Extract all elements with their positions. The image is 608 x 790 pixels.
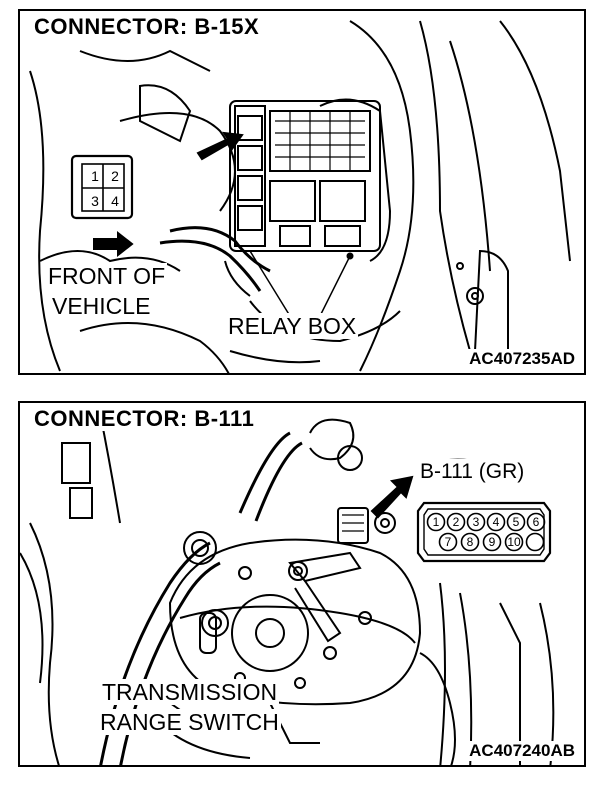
engine-bay-illustration-1 xyxy=(29,20,571,373)
pin-label: 5 xyxy=(512,515,520,529)
pin-label: 4 xyxy=(492,515,500,529)
connector-title: CONNECTOR: B-111 xyxy=(30,407,259,431)
transmission-range-switch-label-line2: RANGE SWITCH xyxy=(98,709,281,735)
pin-label: 6 xyxy=(532,515,540,529)
pin-label: 1 xyxy=(432,515,440,529)
pin-label: 3 xyxy=(472,515,480,529)
pin-label: 9 xyxy=(488,535,496,549)
transmission-illustration xyxy=(20,412,555,765)
connector-pin-circles xyxy=(426,512,546,552)
connector-b111-label: B-111 (GR) xyxy=(418,459,527,485)
diagram-panel-b15x: CONNECTOR: B-15X 1 2 3 4 FRONT OF VEHICL… xyxy=(18,9,586,375)
pin-label: 8 xyxy=(466,535,474,549)
pin-label: 3 xyxy=(91,193,99,209)
pin-label: 2 xyxy=(452,515,460,529)
diagram-panel-b111: CONNECTOR: B-111 B-111 (GR) 1 2 3 4 5 6 … xyxy=(18,401,586,767)
pin-label: 4 xyxy=(111,193,119,209)
pin-label: 2 xyxy=(111,168,119,184)
relay-box-label: RELAY BOX xyxy=(226,313,359,339)
pin-label: 10 xyxy=(507,535,521,549)
pin-label: 1 xyxy=(91,168,99,184)
transmission-range-switch-label-line1: TRANSMISSION xyxy=(100,679,280,705)
figure-code: AC407235AD xyxy=(466,349,578,369)
figure-code: AC407240AB xyxy=(466,741,578,761)
pin-label: 7 xyxy=(444,535,452,549)
front-of-vehicle-label-line1: FRONT OF xyxy=(46,263,168,289)
connector-title: CONNECTOR: B-15X xyxy=(30,15,264,39)
front-of-vehicle-label-line2: VEHICLE xyxy=(50,293,153,319)
